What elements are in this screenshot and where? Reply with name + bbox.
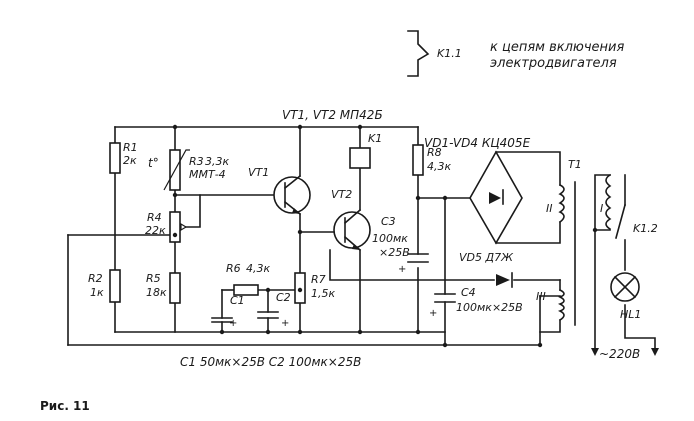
figure-number: Рис. 11 <box>40 399 90 413</box>
relay-note-line2: электродвигателя <box>490 56 617 71</box>
transistor-vt1: VT1 <box>248 166 311 216</box>
mains-input: ~220В <box>591 347 659 361</box>
svg-text:t°: t° <box>148 156 159 170</box>
diodes-header: VD1-VD4 КЦ405Е <box>424 136 531 150</box>
svg-text:R2: R2 <box>88 272 103 285</box>
svg-text:×25В: ×25В <box>379 246 410 259</box>
svg-text:VT1: VT1 <box>248 166 269 179</box>
svg-text:+: + <box>229 318 237 329</box>
relay-coil-k1: K1 <box>349 132 382 169</box>
svg-text:ММТ-4: ММТ-4 <box>189 168 226 181</box>
svg-text:R5: R5 <box>146 272 161 285</box>
transistor-vt2: VT2 <box>331 188 371 252</box>
svg-text:K1.2: K1.2 <box>633 222 658 235</box>
diode-bridge-vd1-vd4 <box>469 150 523 245</box>
svg-text:R1: R1 <box>123 141 138 154</box>
resistor-r6: R6 4,3к <box>226 262 270 296</box>
svg-text:III: III <box>536 290 546 303</box>
svg-text:R6: R6 <box>226 262 241 275</box>
resistor-r1: R1 2к <box>109 141 138 174</box>
diode-vd5: VD5 Д7Ж <box>459 251 514 288</box>
capacitor-c1: C1 + <box>211 294 245 329</box>
svg-text:+: + <box>429 308 437 319</box>
svg-text:R3: R3 <box>189 155 204 168</box>
svg-text:R7: R7 <box>311 273 326 286</box>
svg-text:VD5 Д7Ж: VD5 Д7Ж <box>459 251 514 264</box>
relay-contact-k1-2: K1.2 <box>615 204 658 239</box>
capacitor-c2: C2 + <box>257 291 291 329</box>
resistor-r8: R8 4,3к <box>412 144 451 176</box>
svg-text:T1: T1 <box>568 158 582 171</box>
svg-text:3,3к: 3,3к <box>205 155 229 168</box>
relay-contact-label: K1.1 <box>437 47 462 60</box>
relay-note-line1: к цепям включения <box>490 40 624 55</box>
transistors-header: VT1, VT2 МП42Б <box>282 108 383 122</box>
capacitor-c3: C3 100мк ×25В + <box>372 215 429 275</box>
svg-text:4,3к: 4,3к <box>427 160 451 173</box>
svg-text:HL1: HL1 <box>620 308 641 321</box>
svg-text:4,3к: 4,3к <box>246 262 270 275</box>
capacitor-caption: C1 50мк×25В C2 100мк×25В <box>180 355 361 369</box>
svg-text:+: + <box>281 318 289 329</box>
transformer-t1: T1 II III I <box>536 158 612 326</box>
svg-text:R4: R4 <box>147 211 162 224</box>
svg-text:C3: C3 <box>381 215 396 228</box>
svg-text:+: + <box>398 264 406 275</box>
potentiometer-r4: R4 22к <box>145 211 188 243</box>
svg-text:~220В: ~220В <box>599 347 640 361</box>
thermistor-r3: t° R3 3,3к ММТ-4 <box>148 149 229 191</box>
svg-text:22к: 22к <box>145 224 166 237</box>
svg-text:I: I <box>600 202 603 215</box>
resistor-r5: R5 18к <box>146 272 181 304</box>
svg-text:1,5к: 1,5к <box>311 287 335 300</box>
svg-text:18к: 18к <box>146 286 167 299</box>
svg-text:VT2: VT2 <box>331 188 352 201</box>
svg-text:C2: C2 <box>276 291 291 304</box>
svg-text:100мк×25В: 100мк×25В <box>456 301 523 314</box>
svg-text:R8: R8 <box>427 146 442 159</box>
resistor-r2: R2 1к <box>88 269 121 303</box>
relay-contact-k1-1: K1.1 к цепям включения электродвигателя <box>407 30 624 77</box>
svg-text:K1: K1 <box>368 132 382 145</box>
junction-dots <box>172 124 598 348</box>
svg-text:II: II <box>546 202 553 215</box>
svg-text:1к: 1к <box>90 286 104 299</box>
lamp-hl1: HL1 <box>610 272 641 321</box>
svg-text:2к: 2к <box>123 154 137 167</box>
svg-text:C1: C1 <box>230 294 245 307</box>
capacitor-c4: C4 100мк×25В + <box>429 286 523 319</box>
svg-text:C4: C4 <box>461 286 476 299</box>
svg-text:100мк: 100мк <box>372 232 408 245</box>
wiring <box>67 126 656 353</box>
